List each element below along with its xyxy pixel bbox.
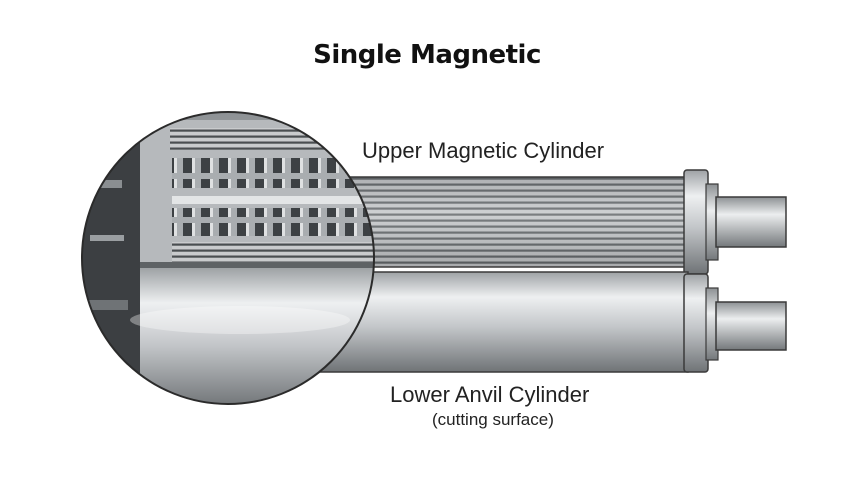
- lower-cylinder-label: Lower Anvil Cylinder: [390, 382, 590, 407]
- lower-cylinder-note: (cutting surface): [432, 410, 554, 429]
- upper-cylinder-label: Upper Magnetic Cylinder: [362, 138, 605, 163]
- upper-magnetic-cylinder: [319, 169, 787, 275]
- lower-anvil-cylinder: [319, 271, 787, 373]
- diagram-title: Single Magnetic: [313, 40, 541, 70]
